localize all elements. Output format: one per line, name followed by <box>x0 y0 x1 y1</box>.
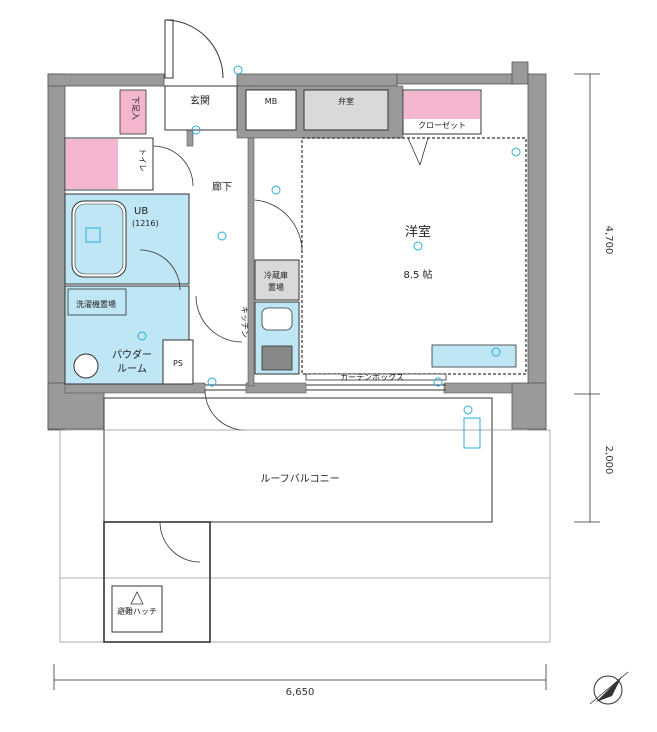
curtain-box <box>305 373 447 381</box>
label-ub-size: (1216) <box>132 219 159 228</box>
interior-doors <box>139 137 429 431</box>
label-youshitsu: 洋室 <box>405 224 431 240</box>
label-closet: クローゼット <box>418 120 466 130</box>
label-roof-balcony: ルーフバルコニー <box>260 473 339 485</box>
label-toilet: トイレ <box>138 148 147 172</box>
kitchen-area <box>254 259 300 375</box>
label-ub: UB <box>134 206 148 217</box>
label-hatch: 避難ハッチ <box>117 606 157 616</box>
dimension-depth-balcony: 2,000 <box>603 446 614 475</box>
shoe-cabinet <box>119 89 147 135</box>
label-ps: PS <box>173 359 183 368</box>
label-curtain-box: カーテンボックス <box>340 373 404 382</box>
dimension-lines <box>53 73 600 690</box>
label-sentakuki: 洗濯機置場 <box>76 299 116 309</box>
entrance-door <box>164 19 224 79</box>
label-powder2: ルーム <box>117 363 147 375</box>
label-reizoko: 冷蔵庫 <box>264 270 288 280</box>
roof-balcony <box>59 397 551 643</box>
dimension-depth-room: 4,700 <box>603 226 614 255</box>
equipment-symbols <box>85 65 521 449</box>
windows <box>205 384 446 391</box>
main-room <box>301 137 527 375</box>
exterior-walls <box>47 61 547 431</box>
label-rouka: 廊下 <box>212 180 232 193</box>
label-shitaire: 下足入 <box>131 96 140 120</box>
label-genkan: 玄関 <box>190 94 210 107</box>
label-reizoko2: 置場 <box>268 282 284 292</box>
label-bensitsu: 弁室 <box>338 96 354 106</box>
dimension-width: 6,650 <box>286 687 315 698</box>
storage-rooms <box>164 85 482 135</box>
north-arrow-icon <box>589 671 629 705</box>
hatch-icon <box>130 591 144 605</box>
ps-shaft <box>162 339 194 385</box>
label-youshitsu-size: 8.5 帖 <box>403 268 432 281</box>
label-powder: パウダー <box>112 348 152 361</box>
label-mb: MB <box>265 97 277 106</box>
label-kitchen: キッチン <box>240 306 249 338</box>
